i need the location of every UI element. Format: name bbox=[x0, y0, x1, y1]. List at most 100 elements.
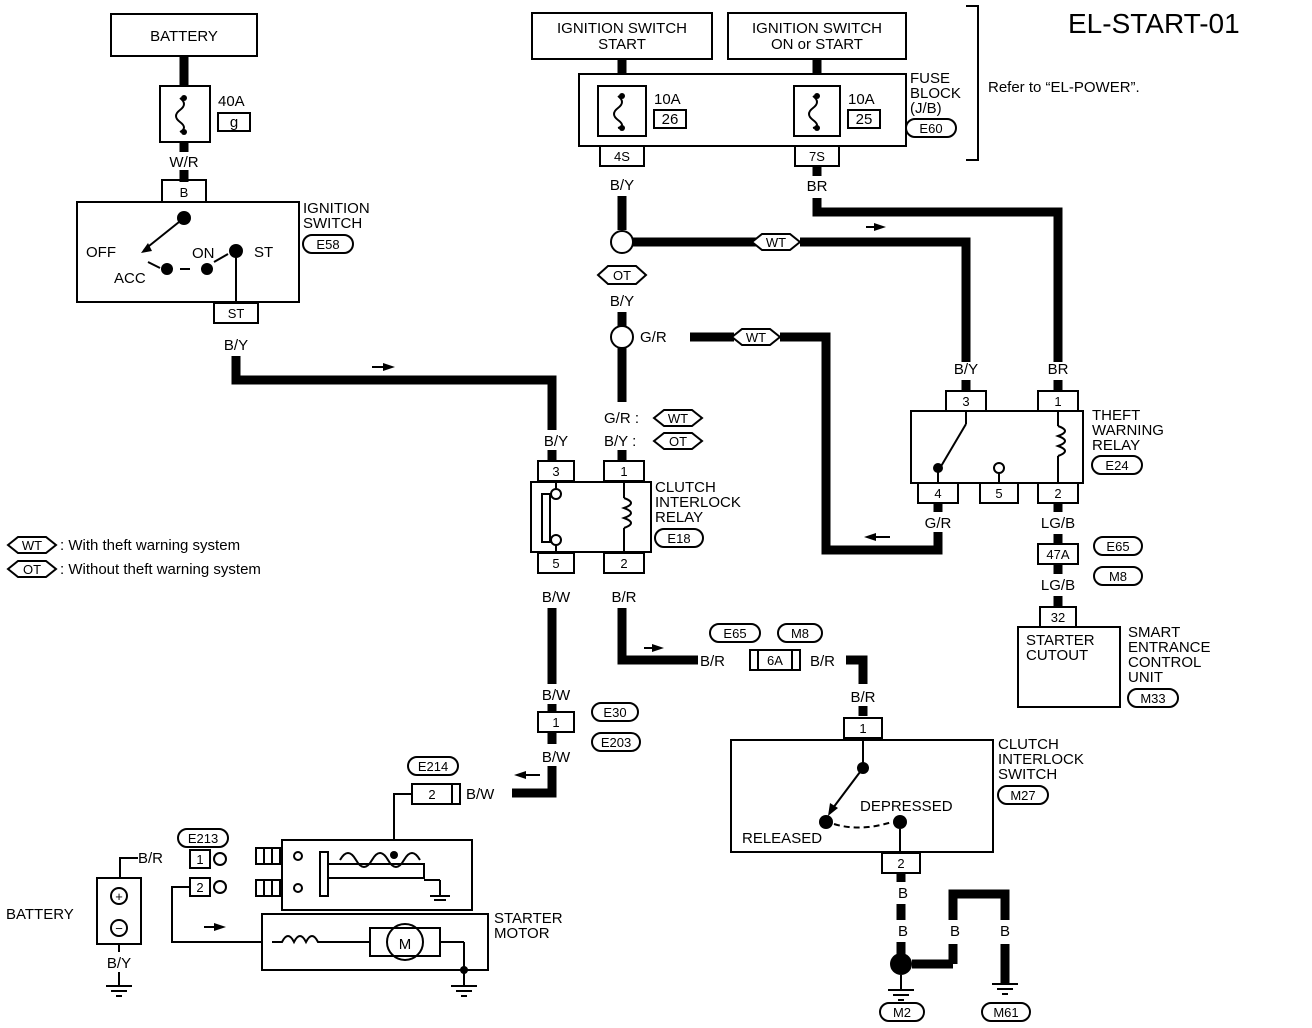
wire-br-1: BR bbox=[807, 178, 828, 195]
wire-by-1: B/Y bbox=[224, 337, 248, 354]
e30-wire-bot: B/W bbox=[542, 749, 571, 766]
fuse-40a: 40A g bbox=[159, 85, 251, 143]
battery-bot-conn: E213 bbox=[188, 831, 218, 846]
ign-st: ST bbox=[254, 244, 273, 261]
e30-conn: E30 bbox=[603, 705, 626, 720]
starter-m: M bbox=[399, 936, 412, 953]
wire-by-3: B/Y bbox=[610, 293, 634, 310]
mid-conn-6a: 6A bbox=[767, 653, 783, 668]
legend-ot-tag: OT bbox=[23, 562, 41, 577]
ground-b4: B bbox=[1000, 923, 1010, 940]
fuse-block-l3: (J/B) bbox=[910, 100, 942, 117]
ground-b3: B bbox=[950, 923, 960, 940]
fuse-block: 10A 26 10A 25 4S 7S bbox=[578, 73, 907, 167]
wire-gr-2: G/R bbox=[925, 515, 952, 532]
svg-text:+: + bbox=[115, 889, 123, 904]
clutch-relay-l2: INTERLOCK bbox=[655, 494, 741, 511]
ign-pin-b: B bbox=[180, 185, 189, 200]
theft-relay-l3: RELAY bbox=[1092, 437, 1140, 454]
svg-text:2: 2 bbox=[1054, 486, 1061, 501]
fuse-block-l1: FUSE bbox=[910, 70, 950, 87]
legend-wt-text: : With theft warning system bbox=[60, 537, 240, 554]
theft-relay-conn: E24 bbox=[1105, 458, 1128, 473]
starter-l1: STARTER bbox=[494, 910, 563, 927]
svg-text:5: 5 bbox=[552, 556, 559, 571]
wire-br-2: B/R bbox=[611, 589, 636, 606]
ign-pin-st: ST bbox=[228, 306, 245, 321]
mid-conn-m8: M8 bbox=[791, 626, 809, 641]
ign-title-1: IGNITION bbox=[303, 200, 370, 217]
starter-conn-e214: E214 bbox=[418, 759, 448, 774]
e30-pin: 1 bbox=[552, 715, 559, 730]
clutch-switch-conn: M27 bbox=[1010, 788, 1035, 803]
clutch-relay-l1: CLUTCH bbox=[655, 479, 716, 496]
ign-conn: E58 bbox=[316, 237, 339, 252]
wire-lgb-1: LG/B bbox=[1041, 515, 1075, 532]
svg-text:WT: WT bbox=[766, 235, 786, 250]
legend: WT : With theft warning system OT : With… bbox=[6, 536, 261, 578]
svg-text:3: 3 bbox=[552, 464, 559, 479]
svg-text:OT: OT bbox=[613, 268, 631, 283]
clutch-switch-l1: CLUTCH bbox=[998, 736, 1059, 753]
battery-top-label: BATTERY bbox=[150, 28, 218, 45]
svg-text:2: 2 bbox=[620, 556, 627, 571]
conn-47a: 47A bbox=[1046, 547, 1069, 562]
tag-wt-3: WT bbox=[668, 411, 688, 426]
fuse-25-amp: 10A bbox=[848, 91, 875, 108]
wire-lgb-2: LG/B bbox=[1041, 577, 1075, 594]
e203-conn: E203 bbox=[601, 735, 631, 750]
smart-entrance-unit: 32 STARTER CUTOUT bbox=[1017, 606, 1121, 708]
svg-text:WT: WT bbox=[746, 330, 766, 345]
starter-l2: MOTOR bbox=[494, 925, 550, 942]
clutch-interlock-relay: 3 1 5 2 bbox=[530, 460, 652, 574]
fuse-25-id: 25 bbox=[856, 111, 873, 128]
clutch-switch-l3: SWITCH bbox=[998, 766, 1057, 783]
fuse-26-amp: 10A bbox=[654, 91, 681, 108]
tag-wt-2: WT bbox=[730, 328, 782, 346]
svg-text:3: 3 bbox=[962, 394, 969, 409]
clutch-switch-depressed: DEPRESSED bbox=[860, 798, 953, 815]
wire-gr-wt: G/R : bbox=[604, 410, 639, 427]
ign-title-2: SWITCH bbox=[303, 215, 362, 232]
theft-warning-relay: 3 1 4 5 2 bbox=[910, 390, 1084, 504]
clutch-relay-l3: RELAY bbox=[655, 509, 703, 526]
wire-by-2: B/Y bbox=[610, 177, 634, 194]
smart-conn: M33 bbox=[1140, 691, 1165, 706]
battery-top-box: BATTERY bbox=[110, 13, 258, 57]
tag-ot-1: OT bbox=[596, 265, 648, 285]
ground-m2: M2 bbox=[893, 1005, 911, 1020]
diagram-title: EL-START-01 bbox=[1068, 8, 1240, 39]
svg-text:1: 1 bbox=[620, 464, 627, 479]
mid-wire-down: B/R bbox=[850, 689, 875, 706]
wire-wr: W/R bbox=[169, 154, 198, 171]
ign-on-l1: IGNITION SWITCH bbox=[752, 20, 882, 37]
smart-inner-2: CUTOUT bbox=[1026, 647, 1088, 664]
ign-on-box: IGNITION SWITCH ON or START bbox=[727, 12, 907, 60]
ign-acc: ACC bbox=[114, 270, 146, 287]
battery-bot-wire-by: B/Y bbox=[107, 955, 131, 972]
conn-e65-right: E65 bbox=[1106, 539, 1129, 554]
wire-br-3: BR bbox=[1048, 361, 1069, 378]
svg-text:1: 1 bbox=[859, 721, 866, 736]
svg-text:32: 32 bbox=[1051, 610, 1065, 625]
mid-wire-left: B/R bbox=[700, 653, 725, 670]
refer-note: Refer to “EL-POWER”. bbox=[988, 79, 1140, 96]
ign-on: ON bbox=[192, 245, 215, 262]
ground-b2: B bbox=[898, 923, 908, 940]
fuse-26-id: 26 bbox=[662, 111, 679, 128]
ign-off: OFF bbox=[86, 244, 116, 261]
fuse-block-l2: BLOCK bbox=[910, 85, 961, 102]
tag-ot-2: OT bbox=[669, 434, 687, 449]
svg-text:1: 1 bbox=[1054, 394, 1061, 409]
tag-wt-1: WT bbox=[750, 233, 802, 251]
legend-ot-text: : Without theft warning system bbox=[60, 561, 261, 578]
clutch-relay-conn: E18 bbox=[667, 531, 690, 546]
fuse-40a-amp: 40A bbox=[218, 93, 245, 110]
battery-bot-wire-br: B/R bbox=[138, 850, 163, 867]
ign-start-l1: IGNITION SWITCH bbox=[557, 20, 687, 37]
ground-b1: B bbox=[898, 885, 908, 902]
clutch-interlock-switch: 1 DEPRESSED RELEASED 2 bbox=[730, 717, 994, 874]
legend-wt-tag: WT bbox=[22, 538, 42, 553]
battery-bot-label: BATTERY bbox=[6, 906, 74, 923]
